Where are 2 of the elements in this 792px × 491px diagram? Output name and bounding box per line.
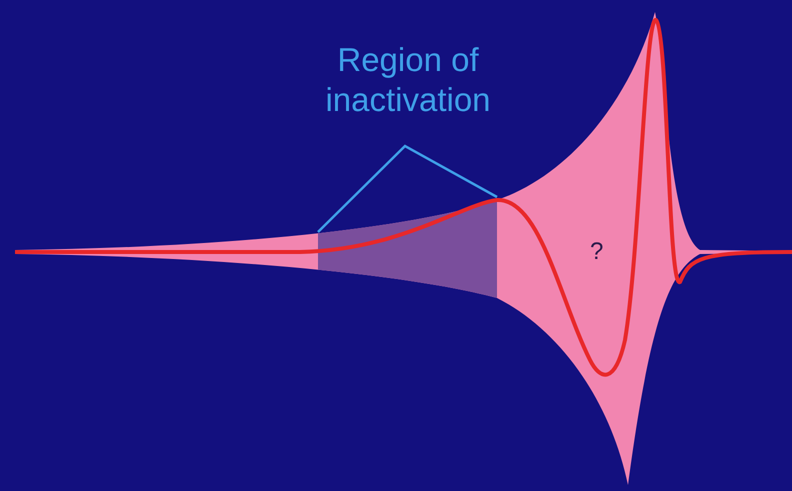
question-mark-label: ? (590, 238, 604, 266)
region-label: Region of inactivation (324, 40, 492, 120)
